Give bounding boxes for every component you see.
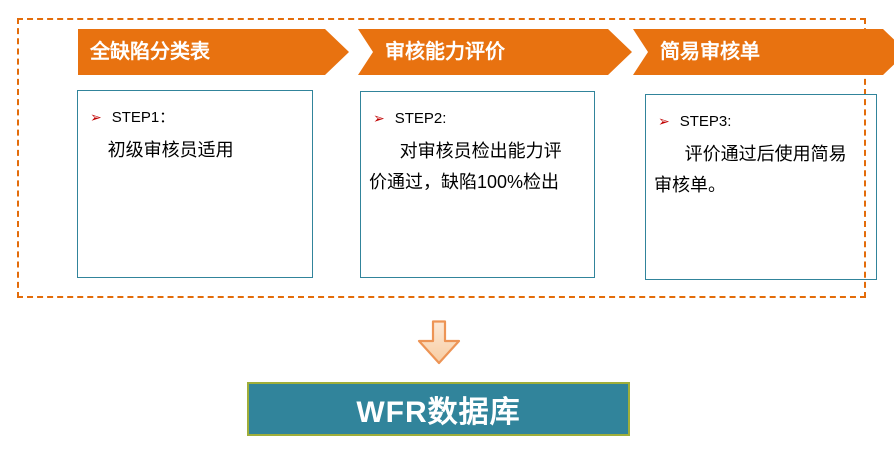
step-box-3: ➢ STEP3: 评价通过后使用简易 审核单。 — [645, 94, 877, 280]
stage-banner-label: 审核能力评价 — [385, 41, 505, 63]
step-body: 初级审核员适用 — [107, 140, 234, 160]
step-body: 对审核员检出能力评 价通过，缺陷100%检出 — [369, 141, 562, 192]
stage-banner-defect-table: 全缺陷分类表 — [78, 29, 349, 75]
red-arrowhead-bullet-icon: ➢ — [373, 110, 385, 126]
step-body: 评价通过后使用简易 审核单。 — [654, 144, 847, 195]
step-title-line: ➢ STEP1： — [86, 105, 304, 130]
down-arrow-icon — [417, 320, 461, 365]
step-title: STEP2: — [394, 110, 447, 127]
wfr-database-bar: WFR数据库 — [247, 382, 630, 436]
wfr-database-label: WFR数据库 — [356, 396, 521, 429]
stage-banner-audit-capability: 审核能力评价 — [358, 29, 632, 75]
red-arrowhead-bullet-icon: ➢ — [658, 113, 670, 129]
stage-banner-simple-audit: 简易审核单 — [633, 29, 894, 75]
step-title: STEP3: — [679, 113, 732, 130]
stage-banner-label: 简易审核单 — [660, 41, 760, 63]
red-arrowhead-bullet-icon: ➢ — [90, 109, 102, 125]
step-box-1: ➢ STEP1： 初级审核员适用 — [77, 90, 313, 278]
step-title: STEP1： — [111, 109, 175, 126]
stage-banner-label: 全缺陷分类表 — [90, 41, 210, 63]
step-box-2: ➢ STEP2: 对审核员检出能力评 价通过，缺陷100%检出 — [360, 91, 595, 278]
step-title-line: ➢ STEP2: — [369, 106, 586, 131]
dashed-frame — [17, 18, 866, 298]
step-title-line: ➢ STEP3: — [654, 109, 868, 134]
